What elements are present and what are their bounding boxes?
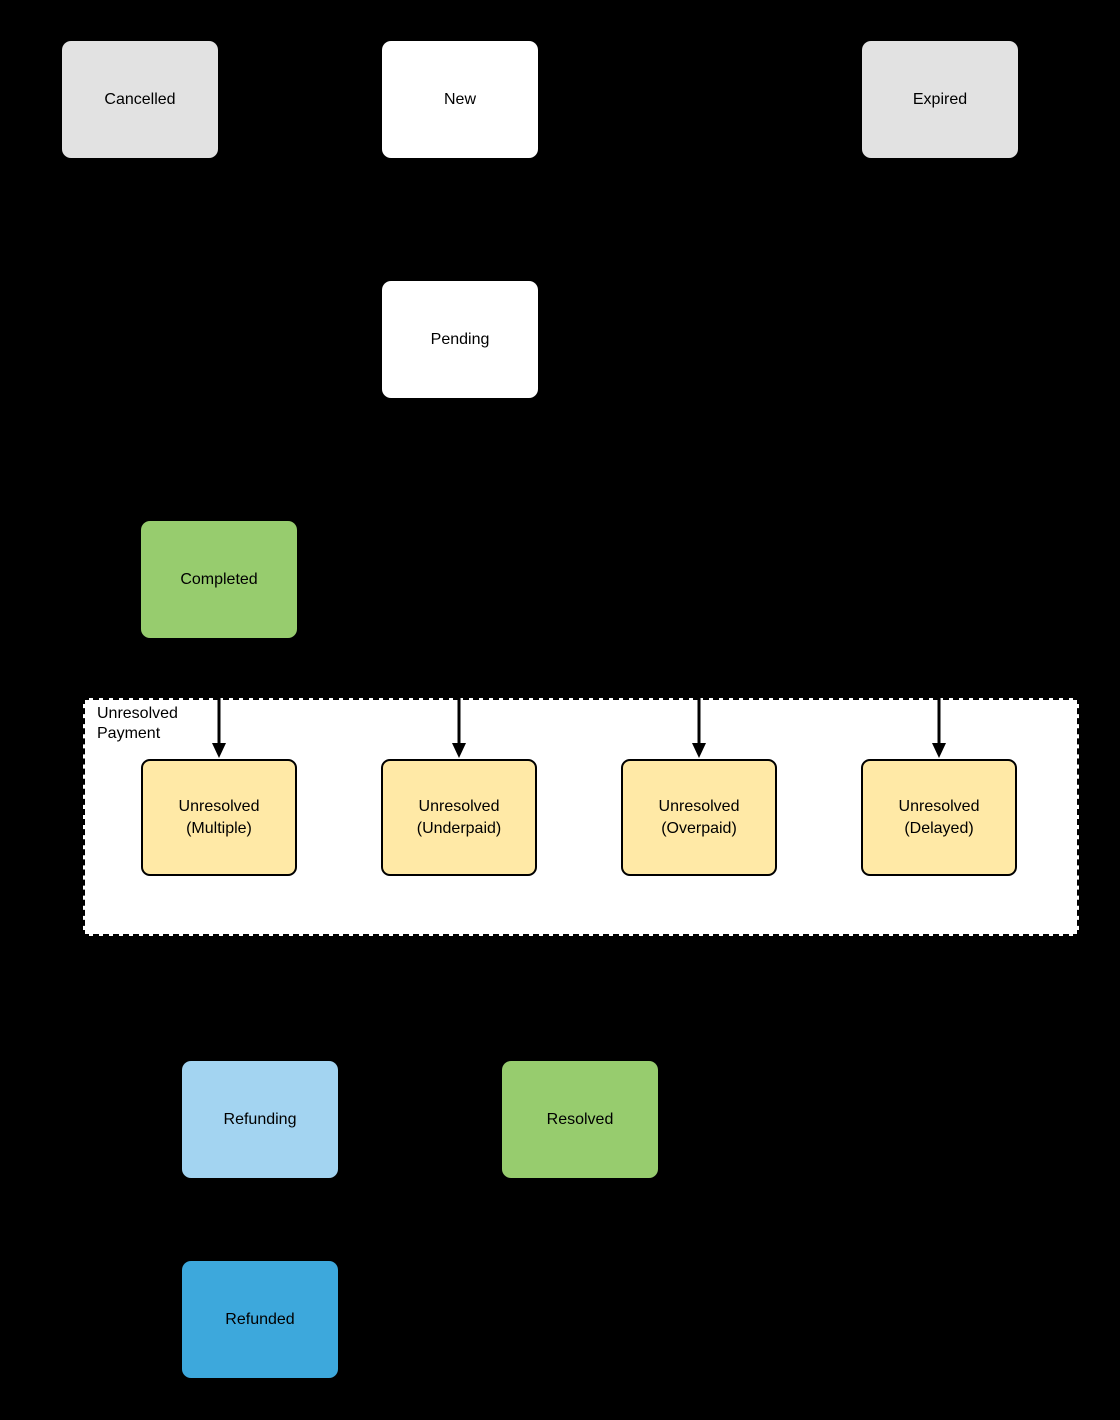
node-unresolved-underpaid-line2: (Underpaid) xyxy=(416,819,502,837)
node-unresolved-multiple: Unresolved (Multiple) xyxy=(141,759,297,876)
node-unresolved-multiple-line1: Unresolved xyxy=(178,797,260,815)
group-label-line1: Unresolved xyxy=(97,705,178,722)
node-expired: Expired xyxy=(862,41,1018,158)
node-cancelled: Cancelled xyxy=(62,41,218,158)
node-resolved: Resolved xyxy=(502,1061,658,1178)
group-label-line2: Payment xyxy=(97,725,161,742)
node-expired-label: Expired xyxy=(912,90,968,108)
node-new-label: New xyxy=(443,90,476,108)
node-pending: Pending xyxy=(382,281,538,398)
node-resolved-label: Resolved xyxy=(546,1110,614,1128)
node-refunding: Refunding xyxy=(182,1061,338,1178)
node-refunded: Refunded xyxy=(182,1261,338,1378)
node-unresolved-overpaid-line2: (Overpaid) xyxy=(661,819,737,837)
node-unresolved-multiple-line2: (Multiple) xyxy=(186,819,252,837)
node-refunding-label: Refunding xyxy=(223,1110,297,1128)
node-cancelled-label: Cancelled xyxy=(104,90,176,108)
node-unresolved-delayed-line2: (Delayed) xyxy=(904,819,974,837)
node-unresolved-overpaid-line1: Unresolved xyxy=(658,797,740,815)
node-new: New xyxy=(382,41,538,158)
node-refunded-label: Refunded xyxy=(225,1310,295,1328)
node-completed-label: Completed xyxy=(180,570,258,588)
node-completed: Completed xyxy=(141,521,297,638)
node-unresolved-delayed-line1: Unresolved xyxy=(898,797,980,815)
node-unresolved-overpaid: Unresolved (Overpaid) xyxy=(621,759,777,876)
unresolved-payment-group-label: Unresolved Payment xyxy=(97,704,178,744)
node-unresolved-underpaid-line1: Unresolved xyxy=(418,797,500,815)
node-unresolved-underpaid: Unresolved (Underpaid) xyxy=(381,759,537,876)
node-unresolved-delayed: Unresolved (Delayed) xyxy=(861,759,1017,876)
node-pending-label: Pending xyxy=(430,330,490,348)
